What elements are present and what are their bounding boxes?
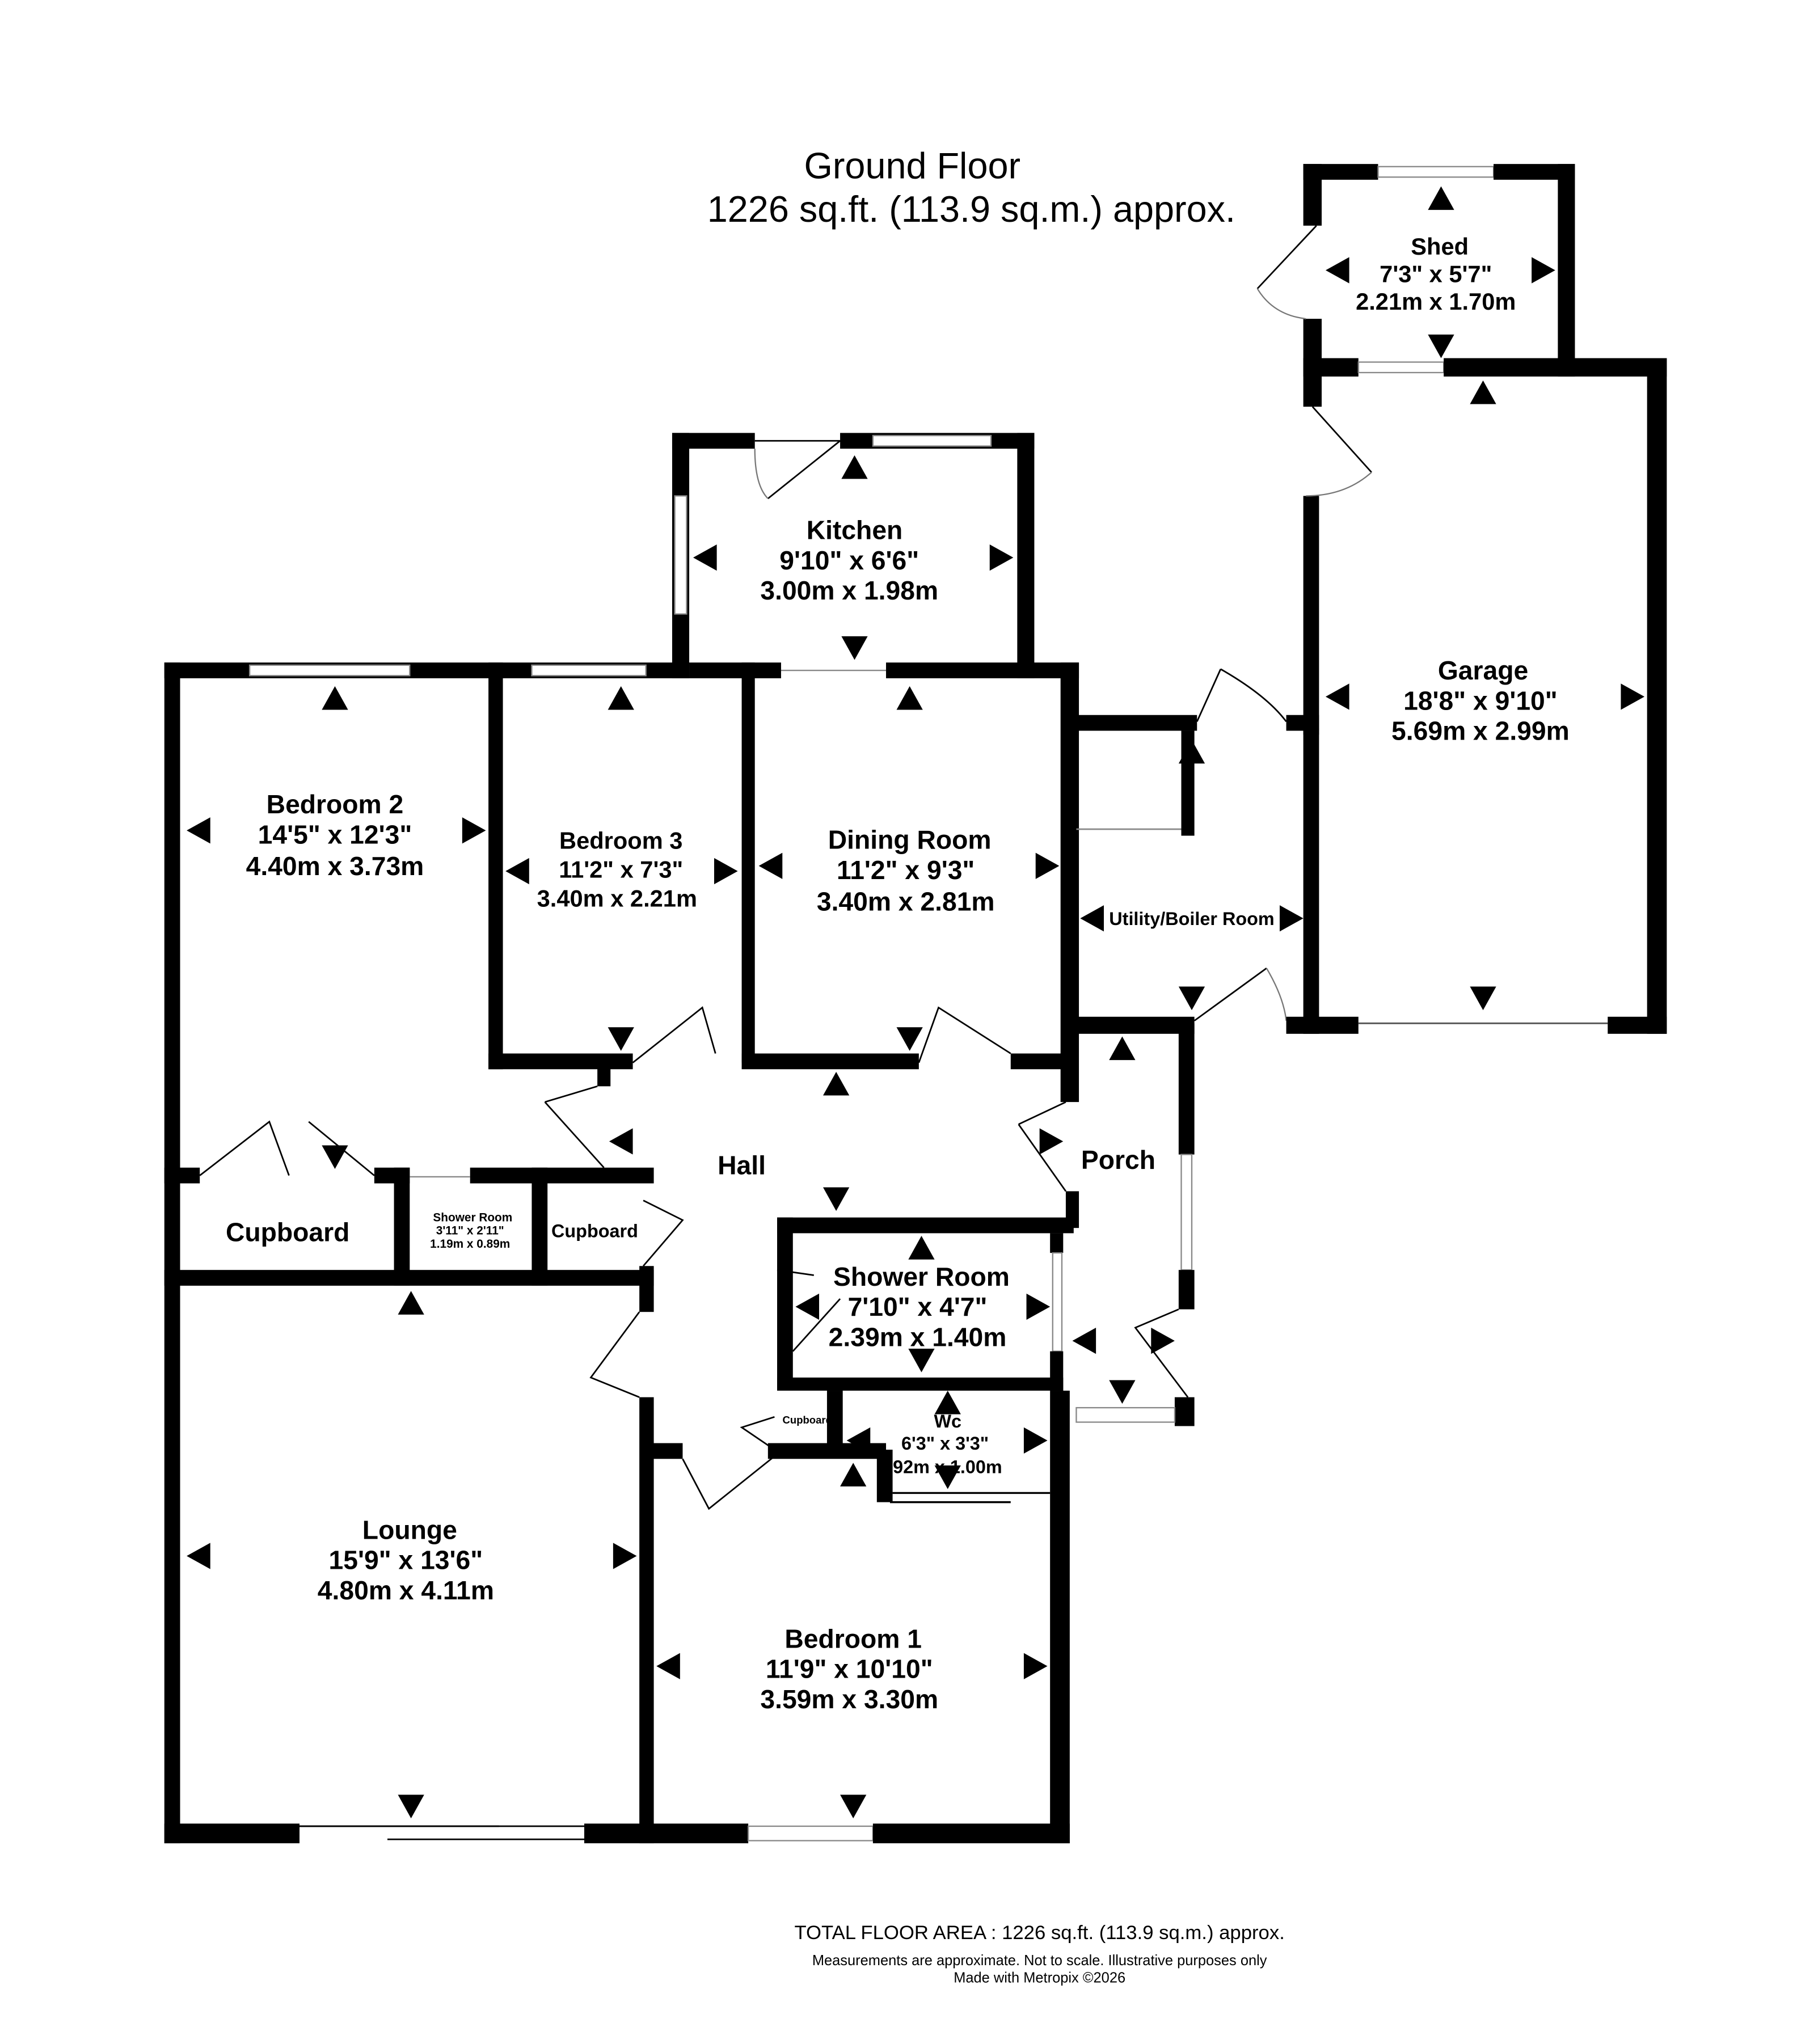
room-cupboard-1: Cupboard bbox=[226, 1217, 349, 1247]
header: Ground Floor 1226 sq.ft. (113.9 sq.m.) a… bbox=[707, 145, 1235, 230]
room-imperial: 14'5" x 12'3" bbox=[258, 820, 412, 849]
room-shed: Shed 7'3" x 5'7" 2.21m x 1.70m bbox=[1356, 233, 1516, 315]
room-metric: 2.39m x 1.40m bbox=[829, 1322, 1007, 1352]
room-hall: Hall bbox=[718, 1150, 766, 1180]
room-shower-small: Shower Room 3'11" x 2'11" 1.19m x 0.89m bbox=[430, 1211, 512, 1251]
room-metric: 3.59m x 3.30m bbox=[760, 1684, 938, 1714]
room-name: Bedroom 2 bbox=[267, 789, 404, 819]
room-kitchen: Kitchen 9'10" x 6'6" 3.00m x 1.98m bbox=[760, 516, 938, 605]
room-imperial: 18'8" x 9'10" bbox=[1403, 686, 1558, 715]
room-name: Lounge bbox=[362, 1515, 457, 1544]
room-name: Shower Room bbox=[833, 1262, 1010, 1291]
room-imperial: 15'9" x 13'6" bbox=[329, 1545, 483, 1575]
room-metric: 3.40m x 2.81m bbox=[817, 886, 995, 916]
room-dining: Dining Room 11'2" x 9'3" 3.40m x 2.81m bbox=[817, 825, 995, 917]
room-utility: Utility/Boiler Room bbox=[1109, 909, 1274, 929]
room-wc: Wc 6'3" x 3'3" 1.92m x 1.00m bbox=[878, 1411, 1002, 1477]
credit: Made with Metropix ©2026 bbox=[954, 1970, 1125, 1986]
room-bedroom-3: Bedroom 3 11'2" x 7'3" 3.40m x 2.21m bbox=[537, 827, 697, 912]
room-name: Garage bbox=[1438, 656, 1528, 685]
room-imperial: 11'2" x 7'3" bbox=[559, 856, 683, 883]
room-bedroom-2: Bedroom 2 14'5" x 12'3" 4.40m x 3.73m bbox=[246, 789, 424, 881]
room-name: Dining Room bbox=[828, 825, 992, 855]
room-shower: Shower Room 7'10" x 4'7" 2.39m x 1.40m bbox=[829, 1262, 1010, 1352]
room-name: Shed bbox=[1411, 233, 1469, 260]
room-bedroom-1: Bedroom 1 11'9" x 10'10" 3.59m x 3.30m bbox=[760, 1624, 938, 1713]
total-floor-area: TOTAL FLOOR AREA : 1226 sq.ft. (113.9 sq… bbox=[794, 1922, 1284, 1944]
walls bbox=[164, 164, 1667, 1844]
room-metric: 1.19m x 0.89m bbox=[430, 1238, 510, 1251]
floor-name: Ground Floor bbox=[804, 145, 1020, 187]
disclaimer: Measurements are approximate. Not to sca… bbox=[812, 1953, 1267, 1969]
room-name: Bedroom 3 bbox=[559, 827, 682, 854]
room-metric: 3.40m x 2.21m bbox=[537, 885, 697, 911]
room-porch: Porch bbox=[1081, 1145, 1155, 1175]
room-cupboard-2: Cupboard bbox=[551, 1221, 638, 1241]
room-imperial: 9'10" x 6'6" bbox=[779, 546, 919, 575]
footer: TOTAL FLOOR AREA : 1226 sq.ft. (113.9 sq… bbox=[794, 1922, 1284, 1986]
room-imperial: 11'2" x 9'3" bbox=[837, 855, 975, 885]
room-imperial: 3'11" x 2'11" bbox=[436, 1224, 504, 1238]
dimension-arrows bbox=[187, 186, 1645, 1819]
room-imperial: 7'3" x 5'7" bbox=[1380, 260, 1492, 287]
room-metric: 3.00m x 1.98m bbox=[760, 576, 938, 605]
room-metric: 2.21m x 1.70m bbox=[1356, 288, 1516, 315]
room-imperial: 6'3" x 3'3" bbox=[901, 1433, 989, 1454]
room-metric: 5.69m x 2.99m bbox=[1391, 716, 1570, 746]
room-cupboard-3: Cupboard bbox=[783, 1414, 832, 1426]
room-lounge: Lounge 15'9" x 13'6" 4.80m x 4.11m bbox=[318, 1515, 494, 1604]
room-garage: Garage 18'8" x 9'10" 5.69m x 2.99m bbox=[1391, 656, 1570, 745]
room-imperial: 7'10" x 4'7" bbox=[848, 1292, 988, 1321]
room-name: Bedroom 1 bbox=[784, 1624, 922, 1653]
room-metric: 4.80m x 4.11m bbox=[318, 1576, 494, 1605]
room-metric: 1.92m x 1.00m bbox=[878, 1457, 1002, 1477]
room-metric: 4.40m x 3.73m bbox=[246, 851, 424, 881]
room-labels: Bedroom 2 14'5" x 12'3" 4.40m x 3.73m Be… bbox=[226, 233, 1570, 1714]
room-imperial: 11'9" x 10'10" bbox=[766, 1654, 933, 1684]
floor-area: 1226 sq.ft. (113.9 sq.m.) approx. bbox=[707, 188, 1235, 230]
room-name: Wc bbox=[934, 1411, 961, 1431]
room-name: Shower Room bbox=[433, 1211, 512, 1224]
room-name: Kitchen bbox=[807, 516, 903, 545]
